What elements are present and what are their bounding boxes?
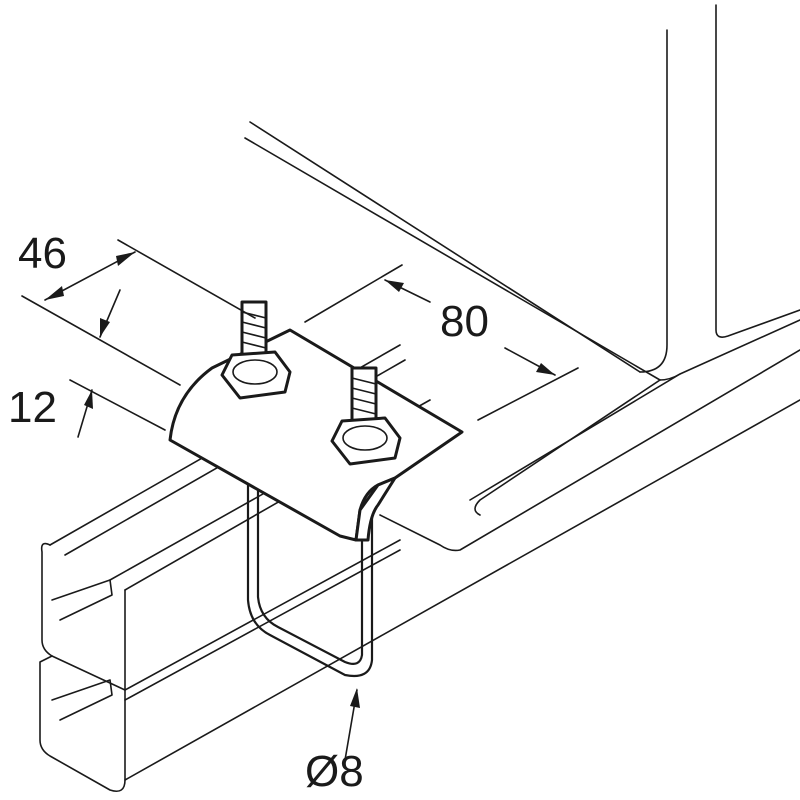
i-beam xyxy=(244,4,800,552)
dimension-lines xyxy=(21,239,579,761)
dimension-80-label: 80 xyxy=(440,297,489,346)
dimension-46-label: 46 xyxy=(18,229,67,278)
bolt-right xyxy=(330,366,402,466)
dimension-diameter-label: Ø8 xyxy=(305,747,364,796)
dimension-12-label: 12 xyxy=(8,383,57,432)
u-bolt xyxy=(246,478,374,678)
clamp-plate xyxy=(168,328,464,542)
